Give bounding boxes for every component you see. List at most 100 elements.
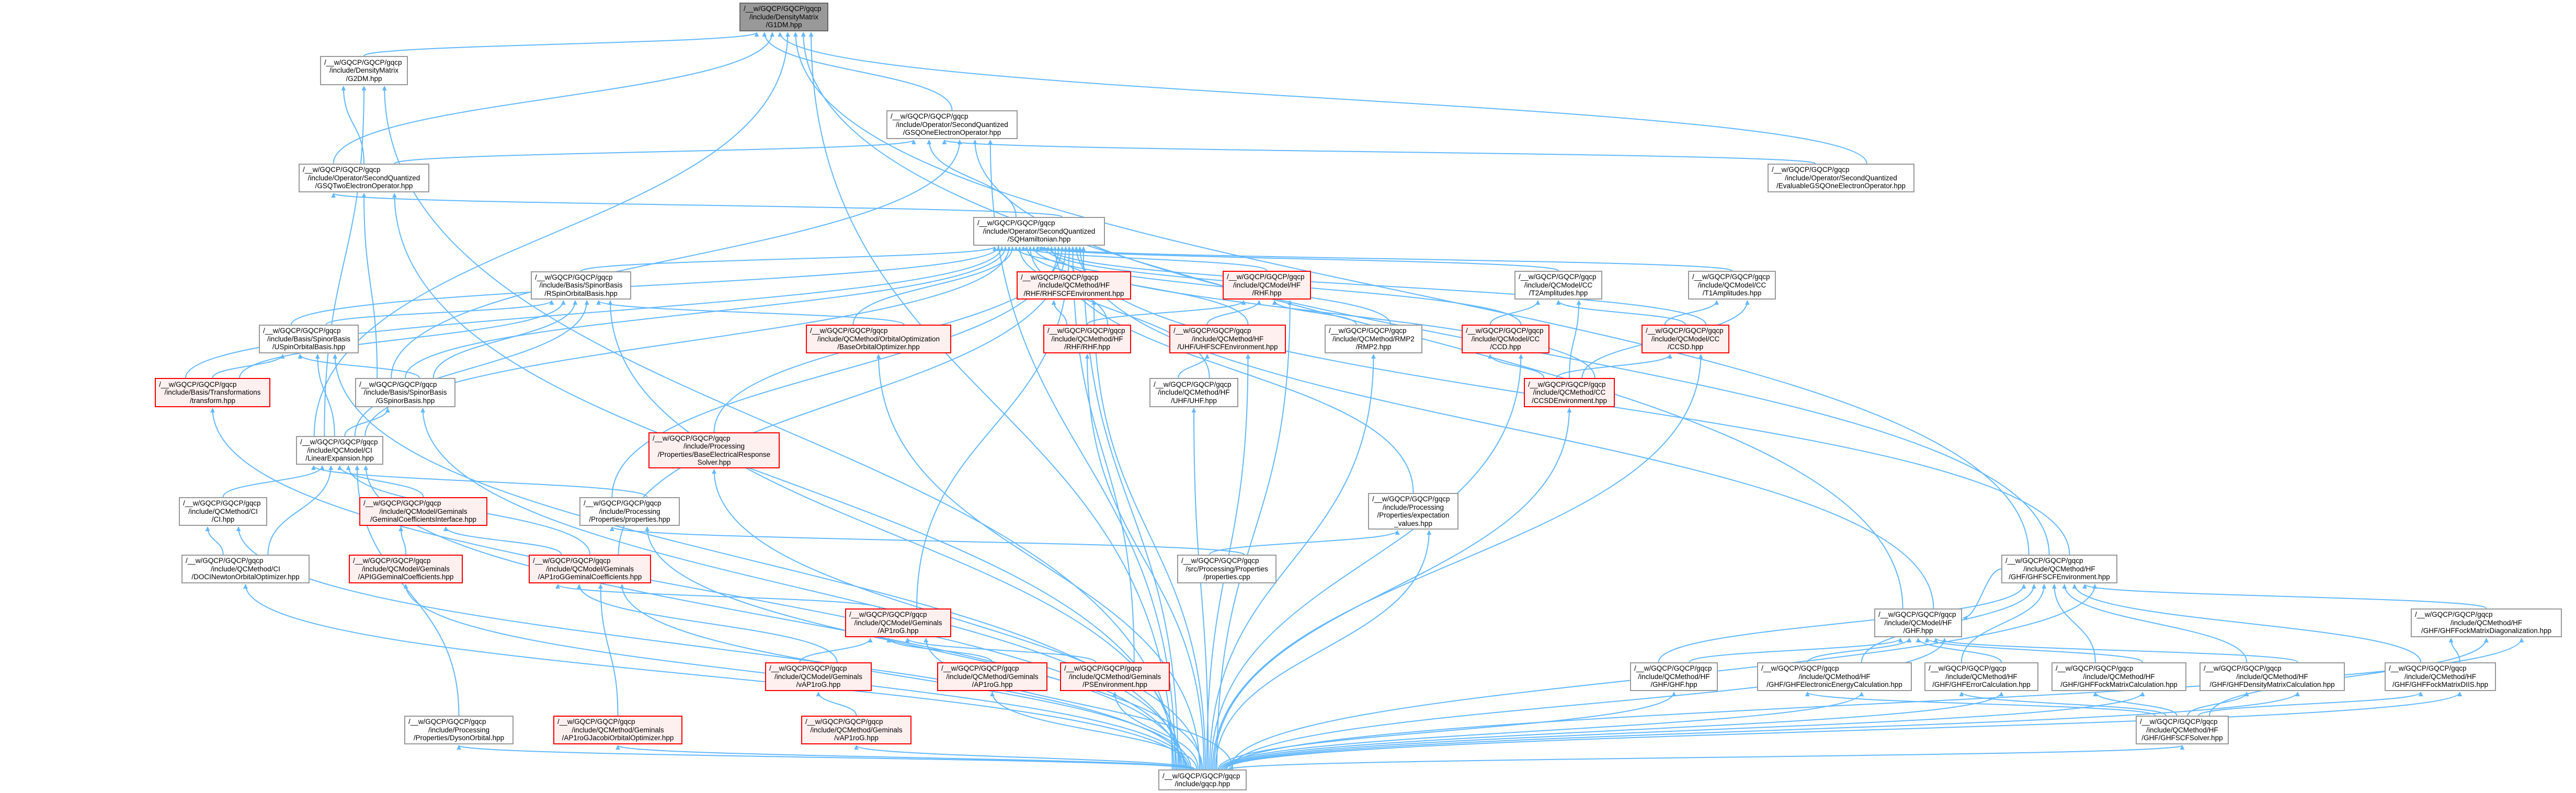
edge-ghfscfsolver-to-ghfdiis	[2198, 692, 2423, 716]
node-label-line: /__w/GQCP/GQCP/gqcp	[1154, 380, 1232, 388]
node-label-line: Solver.hpp	[697, 458, 731, 466]
graph-node-rhf-method[interactable]: /__w/GQCP/GQCP/gqcp/include/QCMethod/HF/…	[1043, 325, 1131, 353]
graph-node-baseorbopt[interactable]: /__w/GQCP/GQCP/gqcp/include/QCMethod/Orb…	[806, 325, 951, 353]
graph-node-ci[interactable]: /__w/GQCP/GQCP/gqcp/include/QCMethod/CI/…	[179, 497, 267, 526]
graph-node-gsqtwo[interactable]: /__w/GQCP/GQCP/gqcp/include/Operator/Sec…	[299, 164, 429, 192]
node-label-line: /GSQTwoElectronOperator.hpp	[315, 182, 413, 190]
graph-node-uhfscfenv[interactable]: /__w/GQCP/GQCP/gqcp/include/QCMethod/HF/…	[1169, 325, 1286, 353]
graph-node-baseelec[interactable]: /__w/GQCP/GQCP/gqcp/include/Processing/P…	[648, 432, 780, 468]
graph-node-ghf-method[interactable]: /__w/GQCP/GQCP/gqcp/include/QCMethod/HF/…	[1630, 662, 1718, 691]
node-label-line: /__w/GQCP/GQCP/gqcp	[159, 380, 237, 388]
graph-node-vap1rog-model[interactable]: /__w/GQCP/GQCP/gqcp/include/QCModel/Gemi…	[765, 662, 872, 691]
edge-gqcp-to-ghfdiis	[1225, 692, 2463, 770]
edge-rhf_method-to-rhfscfenv	[1051, 300, 1067, 325]
node-label-line: /include/QCMethod/HF	[1191, 335, 1264, 343]
graph-node-ap1rogcoef[interactable]: /__w/GQCP/GQCP/gqcp/include/QCModel/Gemi…	[529, 555, 651, 583]
graph-node-evalgsq[interactable]: /__w/GQCP/GQCP/gqcp/include/Operator/Sec…	[1768, 164, 1914, 192]
edge-uhf-to-sqham	[1028, 246, 1210, 378]
edge-vap1rog_model-to-ap1rogcoef	[577, 584, 838, 663]
node-label-line: /AP1roGJacobiOrbitalOptimizer.hpp	[562, 734, 674, 742]
node-label-line: /GHF/GHFSCFSolver.hpp	[2141, 734, 2223, 742]
graph-node-ghfelec[interactable]: /__w/GQCP/GQCP/gqcp/include/QCMethod/HF/…	[1757, 662, 1912, 691]
graph-node-ap1rog-method[interactable]: /__w/GQCP/GQCP/gqcp/include/QCMethod/Gem…	[937, 662, 1047, 691]
graph-node-gemcoefint[interactable]: /__w/GQCP/GQCP/gqcp/include/QCModel/Gemi…	[359, 497, 487, 526]
node-label-line: /EvaluableGSQOneElectronOperator.hpp	[1776, 182, 1906, 190]
graph-node-linexp[interactable]: /__w/GQCP/GQCP/gqcp/include/QCModel/CI/L…	[296, 436, 383, 465]
node-label-line: /src/Processing/Properties	[1186, 565, 1268, 573]
graph-node-sqham[interactable]: /__w/GQCP/GQCP/gqcp/include/Operator/Sec…	[973, 217, 1105, 246]
graph-node-apig[interactable]: /__w/GQCP/GQCP/gqcp/include/QCModel/Gemi…	[349, 555, 463, 583]
graph-node-docinewton[interactable]: /__w/GQCP/GQCP/gqcp/include/QCMethod/CI/…	[181, 555, 310, 583]
edge-baseorbopt-to-sqham	[852, 246, 1015, 325]
node-label-line: /include/Basis/Transformations	[164, 388, 261, 397]
node-label-line: /GHF/GHFFockMatrixDiagonalization.hpp	[2421, 627, 2552, 635]
graph-node-gqcp[interactable]: /__w/GQCP/GQCP/gqcp/include/gqcp.hpp	[1158, 769, 1247, 790]
graph-node-qcmodel-ghf[interactable]: /__w/GQCP/GQCP/gqcp/include/QCModel/HF/G…	[1874, 608, 1962, 637]
node-label-line: /include/QCMethod/HF	[1945, 672, 2018, 681]
edge-gsqtwo-to-g2dm	[341, 86, 364, 164]
graph-node-rhfscfenv[interactable]: /__w/GQCP/GQCP/gqcp/include/QCMethod/HF/…	[1017, 271, 1131, 300]
node-label-line: /__w/GQCP/GQCP/gqcp	[353, 557, 431, 565]
graph-node-ap1rogjacobi[interactable]: /__w/GQCP/GQCP/gqcp/include/QCMethod/Gem…	[553, 716, 682, 744]
edge-vap1rog_model-to-ap1rog_model	[799, 638, 873, 663]
edge-gqcp-to-ccd	[1211, 354, 1523, 770]
graph-node-ghfscfsolver[interactable]: /__w/GQCP/GQCP/gqcp/include/QCMethod/HF/…	[2136, 716, 2229, 744]
graph-node-qcmodel-rhf[interactable]: /__w/GQCP/GQCP/gqcp/include/QCModel/HF/R…	[1223, 271, 1311, 300]
node-label-line: /include/QCModel/Geminals	[545, 565, 634, 573]
node-label-line: /include/QCModel/CI	[307, 446, 372, 454]
graph-node-transform[interactable]: /__w/GQCP/GQCP/gqcp/include/Basis/Transf…	[155, 378, 270, 407]
graph-node-ccsd[interactable]: /__w/GQCP/GQCP/gqcp/include/QCModel/CC/C…	[1642, 325, 1729, 353]
graph-node-ccsdenv[interactable]: /__w/GQCP/GQCP/gqcp/include/QCMethod/CC/…	[1524, 378, 1615, 407]
node-label-line: /include/QCMethod/HF	[1038, 281, 1110, 290]
graph-node-dyson[interactable]: /__w/GQCP/GQCP/gqcp/include/Processing/P…	[404, 716, 514, 744]
edge-linexp-to-uspin	[315, 354, 335, 436]
edge-transform-to-uspin	[212, 354, 285, 378]
graph-node-ghffockcalc[interactable]: /__w/GQCP/GQCP/gqcp/include/QCMethod/HF/…	[2051, 662, 2186, 691]
graph-node-ccd[interactable]: /__w/GQCP/GQCP/gqcp/include/QCModel/CC/C…	[1462, 325, 1549, 353]
node-label-line: /__w/GQCP/GQCP/gqcp	[805, 718, 883, 726]
edge-gqcp-to-rmp2	[1209, 354, 1376, 770]
graph-node-ghfscfenv[interactable]: /__w/GQCP/GQCP/gqcp/include/QCMethod/HF/…	[2001, 555, 2117, 583]
node-label-line: /__w/GQCP/GQCP/gqcp	[744, 5, 822, 13]
graph-node-propshpp[interactable]: /__w/GQCP/GQCP/gqcp/include/Processing/P…	[579, 497, 680, 526]
edge-gqcp-to-expval	[1215, 530, 1432, 770]
graph-node-ghfdiag[interactable]: /__w/GQCP/GQCP/gqcp/include/QCMethod/HF/…	[2411, 608, 2562, 637]
graph-node-g2dm[interactable]: /__w/GQCP/GQCP/gqcp/include/DensityMatri…	[320, 56, 408, 85]
edge-gsqtwo-to-g1dm	[333, 32, 775, 164]
graph-node-ghferr[interactable]: /__w/GQCP/GQCP/gqcp/include/QCMethod/HF/…	[1924, 662, 2038, 691]
graph-node-gsqone[interactable]: /__w/GQCP/GQCP/gqcp/include/Operator/Sec…	[886, 110, 1018, 139]
edge-ccsdenv-to-t2amp	[1569, 300, 1581, 378]
graph-node-t2amp[interactable]: /__w/GQCP/GQCP/gqcp/include/QCModel/CC/T…	[1514, 271, 1602, 300]
graph-node-ghfdens[interactable]: /__w/GQCP/GQCP/gqcp/include/QCMethod/HF/…	[2199, 662, 2345, 691]
node-label-line: /__w/GQCP/GQCP/gqcp	[186, 557, 264, 565]
node-label-line: /include/Basis/SpinorBasis	[363, 388, 447, 397]
node-label-line: /include/QCMethod/HF	[1051, 335, 1123, 343]
edge-ghfdiis-to-ghfscfenv	[2072, 584, 2422, 663]
graph-node-gspinor[interactable]: /__w/GQCP/GQCP/gqcp/include/Basis/Spinor…	[355, 378, 455, 407]
edge-rhf_method-to-qcmodel_rhf	[1087, 300, 1246, 325]
node-label-line: /DOCINewtonOrbitalOptimizer.hpp	[191, 573, 300, 581]
graph-node-uhf[interactable]: /__w/GQCP/GQCP/gqcp/include/QCMethod/HF/…	[1149, 378, 1238, 407]
graph-node-rmp2[interactable]: /__w/GQCP/GQCP/gqcp/include/QCMethod/RMP…	[1325, 325, 1422, 353]
graph-node-expval[interactable]: /__w/GQCP/GQCP/gqcp/include/Processing/P…	[1368, 493, 1458, 530]
graph-node-rspin[interactable]: /__w/GQCP/GQCP/gqcp/include/Basis/Spinor…	[531, 271, 631, 300]
graph-node-vap1rog-method[interactable]: /__w/GQCP/GQCP/gqcp/include/QCMethod/Gem…	[801, 716, 911, 744]
graph-node-ap1rog-model[interactable]: /__w/GQCP/GQCP/gqcp/include/QCModel/Gemi…	[845, 608, 951, 637]
node-label-line: /__w/GQCP/GQCP/gqcp	[2056, 664, 2134, 673]
edge-gspinor-to-rspin	[432, 300, 578, 378]
node-label-line: /GHF/GHFFockMatrixCalculation.hpp	[2060, 681, 2178, 689]
graph-node-uspin[interactable]: /__w/GQCP/GQCP/gqcp/include/Basis/Spinor…	[259, 325, 359, 353]
edge-ghfscfsolver-to-ghfdiag	[2208, 638, 2489, 716]
graph-node-t1amp[interactable]: /__w/GQCP/GQCP/gqcp/include/QCModel/CC/T…	[1688, 271, 1776, 300]
edge-propscpp-to-propshpp	[610, 526, 1245, 555]
node-label-line: /USpinOrbitalBasis.hpp	[272, 343, 346, 351]
node-label-line: /include/Operator/SecondQuantized	[983, 227, 1096, 235]
graph-node-propscpp[interactable]: /__w/GQCP/GQCP/gqcp/src/Processing/Prope…	[1177, 555, 1276, 583]
node-label-line: /__w/GQCP/GQCP/gqcp	[2140, 718, 2218, 726]
node-label-line: /include/QCModel/Geminals	[774, 672, 863, 681]
node-label-line: /PSEnvironment.hpp	[1082, 681, 1147, 689]
graph-node-ghfdiis[interactable]: /__w/GQCP/GQCP/gqcp/include/QCMethod/HF/…	[2385, 662, 2496, 691]
graph-node-psenv[interactable]: /__w/GQCP/GQCP/gqcp/include/QCMethod/Gem…	[1060, 662, 1170, 691]
edge-ap1rogjacobi-to-ap1rogcoef	[598, 584, 619, 716]
node-label-line: /include/QCMethod/HF	[1638, 672, 1710, 681]
